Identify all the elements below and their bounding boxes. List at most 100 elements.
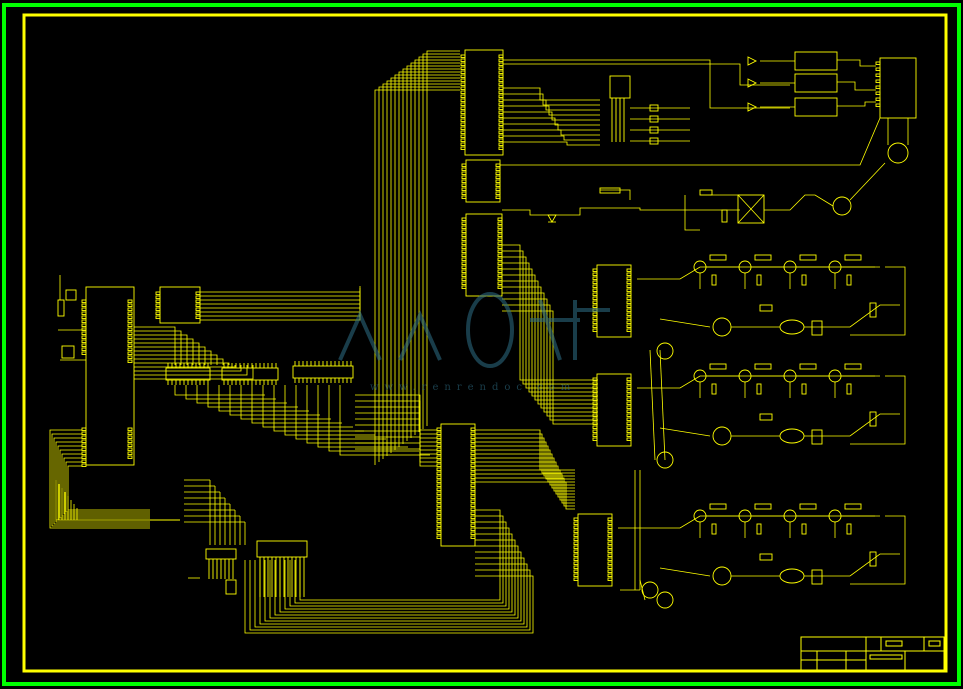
mcu-pin [81,431,87,435]
pin-pad [498,78,504,82]
buffer-gate [747,102,758,112]
pin-pad [470,523,476,527]
pin-pad [436,467,442,471]
wire [386,80,460,456]
pin-pad [497,237,503,241]
pin-pad [592,381,598,385]
resistor [844,503,862,510]
pin-pad [470,519,476,523]
pin-pad [436,515,442,519]
wire [503,63,790,86]
pin-pad [498,98,504,102]
wire [67,465,150,511]
mcu-pin [127,351,133,355]
pin-pad [626,437,632,441]
wire [355,448,437,467]
mcu-pin [81,463,87,467]
wire [382,83,460,459]
mcu-pin [127,319,133,323]
mcu-pin [127,315,133,319]
wire [339,385,430,456]
mcu-pin [127,455,133,459]
pin-pad [461,285,467,289]
pin-pad [436,479,442,483]
ellipse-component [779,568,805,584]
pin-pad [155,295,161,299]
wire [402,68,460,444]
resistor [754,503,772,510]
resistor [599,187,621,194]
wire [200,294,361,305]
wire [502,262,598,393]
pin-pad [498,134,504,138]
mcu-pin [127,451,133,455]
capacitor [756,274,762,286]
pin-pad [436,475,442,479]
wire [229,385,320,416]
wire [502,207,740,216]
mcu-pin [81,455,87,459]
mcu-pin [127,335,133,339]
resistor [759,553,773,561]
mcu-pin [127,327,133,331]
pin-pad [436,491,442,495]
pin-pad [460,98,466,102]
mcu-pin [81,451,87,455]
pin-pad [626,300,632,304]
wire [200,290,361,313]
pin-pad [436,463,442,467]
pin-pad [436,507,442,511]
wire [355,400,437,435]
pin-pad [626,393,632,397]
pin-pad [461,221,467,225]
pin-pad [461,217,467,221]
pin-pad [607,537,613,541]
mcu-pin [127,343,133,347]
wire [134,330,182,365]
pin-pad [460,54,466,58]
pin-pad [436,523,442,527]
pin-pad [436,499,442,503]
pin-pad [592,417,598,421]
wire [500,117,881,166]
wire [328,385,419,452]
mcu-pin [81,439,87,443]
pin-pad [461,277,467,281]
pin-pad [436,451,442,455]
ground-symbol [811,569,823,585]
watermark-logo-icon [338,292,610,368]
pin-pad [626,421,632,425]
pin-pad [592,385,598,389]
pin-pad [497,229,503,233]
pin-pad [498,70,504,74]
transistor [738,260,752,274]
mcu-pin [127,447,133,451]
wire [264,551,522,622]
pin-pad [470,487,476,491]
pin-pad [436,531,442,535]
pin-pad [626,328,632,332]
pin-pad [461,229,467,233]
mcu-pin [127,347,133,351]
pin-pad [607,525,613,529]
wire [374,89,460,465]
pin-pad [607,573,613,577]
wire [502,256,598,389]
pin-pad [497,281,503,285]
pin-pad [495,191,501,195]
pin-pad [592,272,598,276]
transistor [649,115,659,123]
pin-pad [497,269,503,273]
memory-chip [159,286,201,324]
wire [475,481,575,510]
pin-pad [460,118,466,122]
transistor [783,369,797,383]
wire [502,292,598,413]
top-ic-3 [465,213,503,297]
pin-pad [460,58,466,62]
wire [502,280,598,405]
resistor [709,363,727,370]
pin-pad [875,67,881,71]
pin-pad [461,281,467,285]
pin-pad [470,427,476,431]
